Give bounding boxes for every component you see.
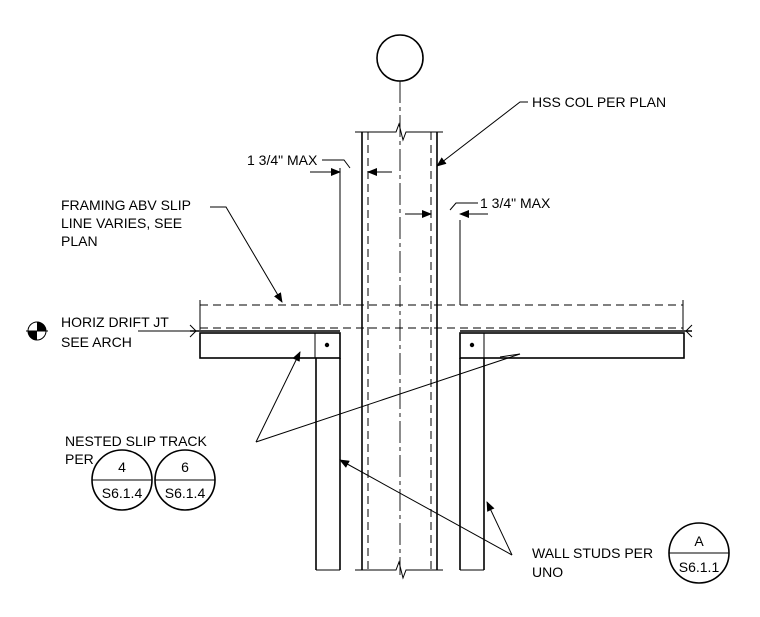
bubble-4-sheet: S6.1.4 <box>102 485 143 501</box>
label-studs-1: WALL STUDS PER <box>532 545 653 561</box>
drift-joint-symbol <box>26 321 48 341</box>
bubble-a-sheet: S6.1.1 <box>679 559 720 575</box>
label-studs-2: UNO <box>532 564 563 580</box>
grid-bubble <box>376 34 424 82</box>
wall-studs-right <box>459 358 485 571</box>
leader-framing <box>210 206 283 303</box>
hss-column <box>355 122 443 580</box>
label-drift-1: HORIZ DRIFT JT <box>61 314 169 330</box>
label-slip-1: NESTED SLIP TRACK <box>65 433 208 449</box>
detail-bubble-6[interactable]: 6 S6.1.4 <box>154 449 216 511</box>
leader-studs-right <box>486 501 513 556</box>
dimension-right <box>405 202 488 218</box>
break-line-top <box>355 122 443 142</box>
framing-above <box>199 168 684 330</box>
drift-joint <box>138 324 693 338</box>
label-drift-2: SEE ARCH <box>61 334 132 350</box>
dimension-left <box>310 159 392 176</box>
bubble-6-number: 6 <box>181 459 189 475</box>
leader-hss <box>436 101 528 167</box>
label-max-right: 1 3/4" MAX <box>480 195 551 211</box>
wall-studs-left <box>315 358 341 571</box>
leader-slip-left <box>255 351 301 443</box>
bubble-6-sheet: S6.1.4 <box>165 485 206 501</box>
bubble-a-letter: A <box>694 533 704 549</box>
bubble-4-number: 4 <box>118 459 126 475</box>
label-max-left: 1 3/4" MAX <box>247 152 318 168</box>
slip-track-right <box>459 332 685 359</box>
label-hss-col: HSS COL PER PLAN <box>532 94 666 110</box>
detail-bubble-a[interactable]: A S6.1.1 <box>668 522 730 584</box>
leader-studs-left <box>339 459 513 556</box>
break-line-bottom <box>355 560 443 580</box>
detail-bubble-4[interactable]: 4 S6.1.4 <box>91 449 153 511</box>
label-framing-2: LINE VARIES, SEE <box>61 215 182 231</box>
label-slip-2: PER <box>65 451 94 467</box>
leader-slip-right-tick <box>499 353 521 358</box>
label-framing-1: FRAMING ABV SLIP <box>61 197 191 213</box>
leader-slip-right <box>255 353 521 443</box>
slip-track-left <box>199 332 341 359</box>
label-framing-3: PLAN <box>61 233 98 249</box>
